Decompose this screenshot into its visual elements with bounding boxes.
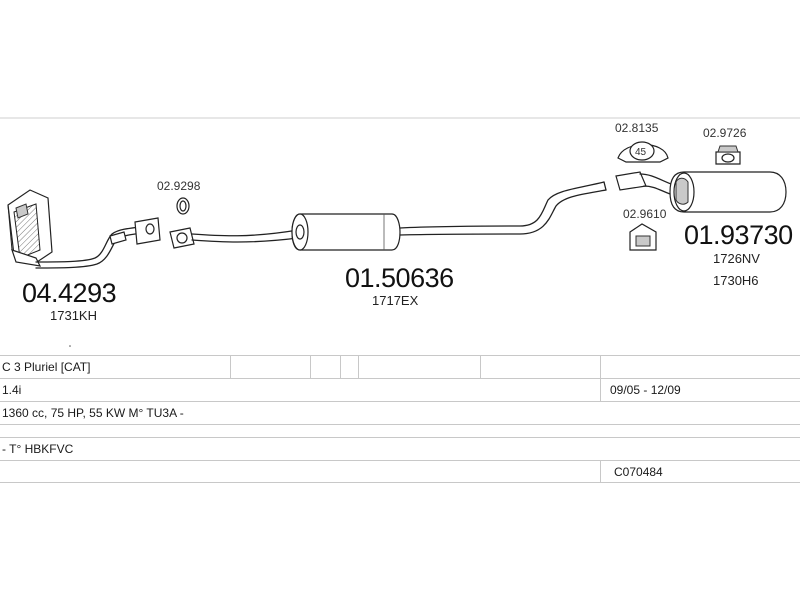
production-dates: 09/05 - 12/09 bbox=[610, 383, 681, 397]
rear-silencer-number: 01.93730 bbox=[684, 220, 793, 250]
engine-name: 1.4i bbox=[2, 383, 22, 397]
rear-silencer bbox=[669, 171, 787, 213]
rear-silencer-code-2: 1730H6 bbox=[713, 273, 759, 288]
mounting-3 bbox=[629, 223, 657, 251]
engine-specs: 1360 cc, 75 HP, 55 KW M° TU3A - bbox=[2, 406, 184, 420]
mounting-2-number: 02.9726 bbox=[703, 126, 747, 140]
model-name: C 3 Pluriel [CAT] bbox=[2, 360, 91, 374]
exhaust-diagram: 04.4293 1731KH 02.9298 01.50636 1717EX 4… bbox=[0, 117, 800, 347]
middle-silencer-number: 01.50636 bbox=[345, 263, 454, 293]
rear-silencer-code-1: 1726NV bbox=[713, 251, 760, 266]
rear-pipe bbox=[615, 171, 677, 197]
catalog-ref: C070484 bbox=[614, 465, 663, 479]
clamp-number: 02.9298 bbox=[157, 179, 201, 193]
mounting-3-number: 02.9610 bbox=[623, 207, 667, 221]
middle-silencer-code: 1717EX bbox=[372, 293, 419, 308]
engine-row: 1.4i 09/05 - 12/09 bbox=[0, 378, 800, 401]
type-row: - T° HBKFVC bbox=[0, 437, 800, 460]
engine-type: - T° HBKFVC bbox=[2, 442, 74, 456]
middle-silencer bbox=[291, 213, 401, 251]
catalytic-converter-code: 1731KH bbox=[50, 308, 97, 323]
vehicle-info-table: C 3 Pluriel [CAT] 1.4i 09/05 - 12/09 136… bbox=[0, 355, 800, 483]
spacer-row bbox=[0, 424, 800, 437]
tail-pipe-mid bbox=[399, 181, 607, 236]
model-row: C 3 Pluriel [CAT] bbox=[0, 355, 800, 378]
mounting-2 bbox=[715, 145, 741, 165]
catalytic-converter bbox=[7, 189, 53, 267]
specs-row: 1360 cc, 75 HP, 55 KW M° TU3A - bbox=[0, 401, 800, 424]
catalytic-converter-number: 04.4293 bbox=[22, 278, 116, 308]
clamp-ring bbox=[176, 197, 190, 215]
mounting-1-number: 02.8135 bbox=[615, 121, 659, 135]
ref-row: C070484 bbox=[0, 460, 800, 483]
mounting-1: 45 bbox=[617, 141, 669, 163]
middle-pipe bbox=[169, 227, 299, 249]
mounting-1-badge: 45 bbox=[635, 147, 647, 158]
front-pipe bbox=[35, 217, 161, 269]
